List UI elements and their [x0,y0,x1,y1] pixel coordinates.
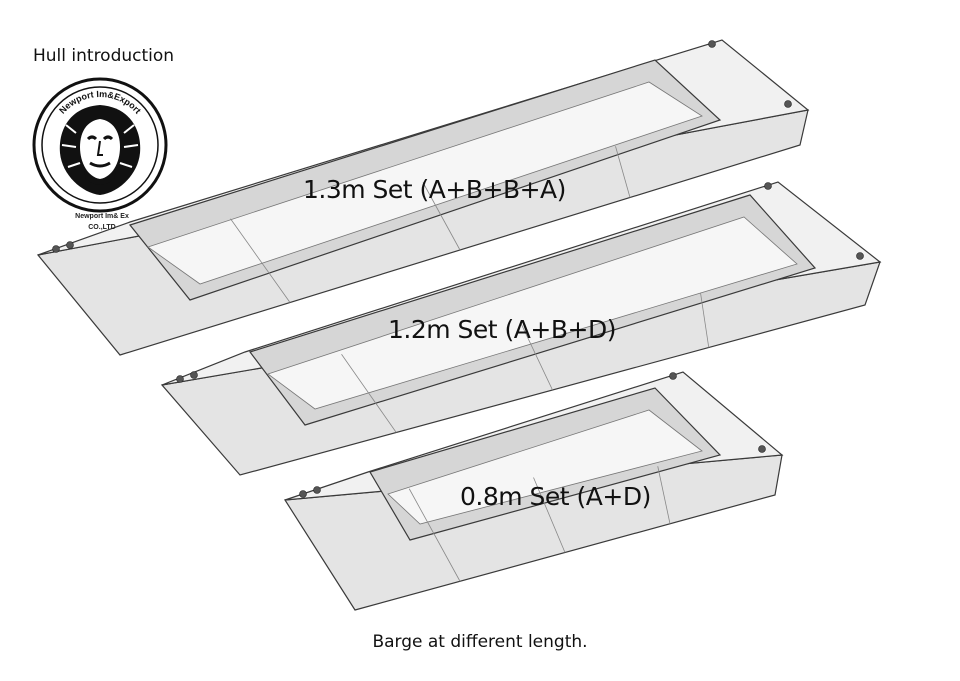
bollard [190,371,198,379]
section-seam [520,323,553,391]
figure-caption: Barge at different length. [372,632,588,652]
bollard [784,100,792,108]
section-seam [657,466,671,524]
section-seam [408,488,461,582]
section-seam [615,146,631,198]
section-seam [422,182,461,251]
barge-1-3m [36,39,810,356]
barge-label-0-8m: 0.8m Set (A+D) [460,482,651,511]
barge-1-2m [160,181,882,476]
section-seam [533,477,566,553]
section-seam [700,292,710,348]
bollard [176,375,184,383]
well-floor [267,216,798,410]
section-seam [341,354,397,433]
face-emblem [59,105,141,195]
bollard [669,372,677,380]
well-floor [147,81,703,285]
logo-subtitle: Newport Im& Ex [75,213,129,220]
bollard [856,252,864,260]
page-title: Hull introduction [33,46,175,66]
bollard [66,241,74,249]
bollard [764,182,772,190]
bollard [313,486,321,494]
section-seam [230,218,291,303]
well-floor [387,409,703,525]
barge-label-1-3m: 1.3m Set (A+B+B+A) [303,175,566,204]
bollard [708,40,716,48]
logo-subtitle-company: CO.,LTD [88,224,116,231]
company-logo: Newport Im&Export [32,77,168,213]
bollard [52,245,60,253]
barge-label-1-2m: 1.2m Set (A+B+D) [388,315,616,344]
barge-0-8m [283,371,784,611]
bollard [758,445,766,453]
bollard [299,490,307,498]
